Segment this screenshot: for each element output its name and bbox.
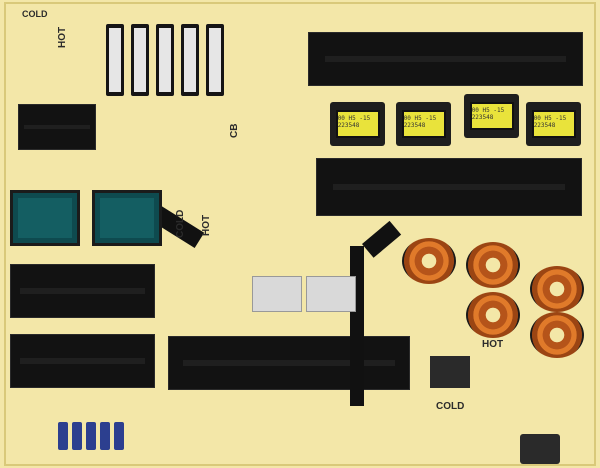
- ic-module: [430, 356, 470, 388]
- grey-module-right: [306, 276, 356, 312]
- blue-cap-2: [72, 422, 82, 450]
- toroid-coil-4: [530, 266, 584, 312]
- transformer-core: [531, 109, 576, 139]
- capacitor-1: [106, 24, 124, 96]
- heatsink-top-right: [308, 32, 583, 86]
- heatsink-middle-right: [316, 158, 582, 216]
- toroid-coil-1: [402, 238, 456, 284]
- label-cold-bottom: COLD: [436, 401, 465, 412]
- transformer-2: 00 H5 -15 223548: [396, 102, 451, 146]
- connector-bottom-right: [520, 434, 560, 464]
- heatsink-left-middle: [10, 264, 155, 318]
- label-cold-middle: COLD: [175, 209, 186, 238]
- transformer-3: 00 H5 -15 223548: [464, 94, 519, 138]
- blue-cap-1: [58, 422, 68, 450]
- heatsink-left-lower: [10, 334, 155, 388]
- label-hot-top-left: HOT: [57, 26, 68, 48]
- label-cb: CB: [229, 123, 240, 138]
- toroid-coil-2: [466, 242, 520, 288]
- label-cold-top-left: COLD: [22, 9, 48, 19]
- blue-cap-4: [100, 422, 110, 450]
- transformer-label: 00 H5 -15 223548: [533, 115, 567, 130]
- transformer-label: 00 H5 -15 223548: [337, 115, 371, 130]
- label-hot-right: HOT: [482, 339, 504, 350]
- toroid-coil-5: [530, 312, 584, 358]
- transformer-4: 00 H5 -15 223548: [526, 102, 581, 146]
- blue-cap-5: [114, 422, 124, 450]
- capacitor-3: [156, 24, 174, 96]
- capacitor-2: [131, 24, 149, 96]
- heatsink-bottom-center: [168, 336, 410, 390]
- transformer-1: 00 H5 -15 223548: [330, 102, 385, 146]
- blue-cap-3: [86, 422, 96, 450]
- grey-module-left: [252, 276, 302, 312]
- heatsink-upper-left: [18, 104, 96, 150]
- board-edge: [4, 2, 596, 466]
- transformer-label: 00 H5 -15 223548: [403, 115, 437, 130]
- label-hot-middle: HOT: [201, 214, 212, 236]
- transformer-core: [469, 101, 514, 131]
- choke-teal-right: [92, 190, 162, 246]
- transformer-core: [401, 109, 446, 139]
- capacitor-5: [206, 24, 224, 96]
- toroid-coil-3: [466, 292, 520, 338]
- capacitor-4: [181, 24, 199, 96]
- transformer-core: [335, 109, 380, 139]
- black-trace-vertical: [350, 246, 364, 406]
- choke-teal-left: [10, 190, 80, 246]
- transformer-label: 00 H5 -15 223548: [471, 107, 505, 122]
